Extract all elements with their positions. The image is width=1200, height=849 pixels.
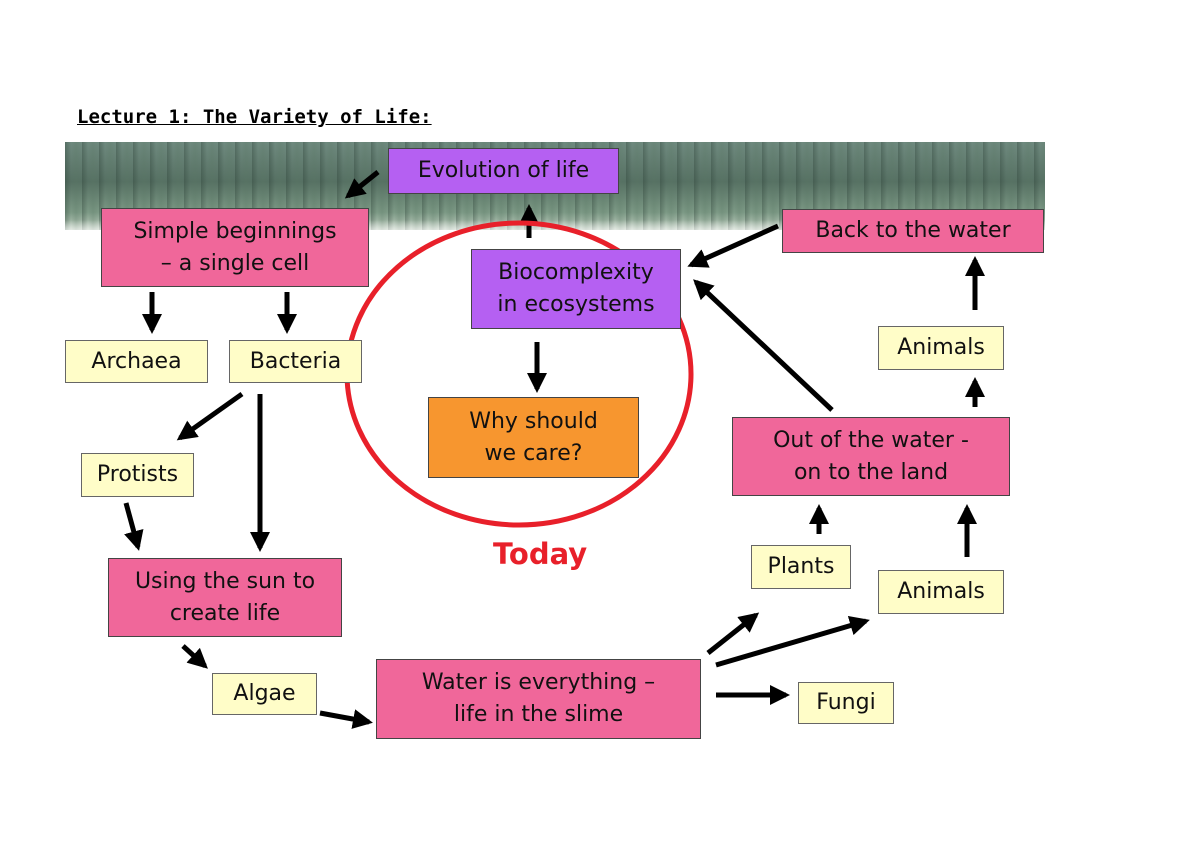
- node-back-to-the-water: Back to the water: [782, 209, 1044, 253]
- node-fungi: Fungi: [798, 682, 894, 724]
- arrow-bacteria-to-protists: [176, 391, 244, 441]
- node-plants: Plants: [751, 545, 851, 589]
- node-animals-upper: Animals: [878, 326, 1004, 370]
- arrow-water-to-animals: [715, 615, 870, 668]
- arrow-water-to-plants: [706, 612, 760, 655]
- node-protists: Protists: [81, 453, 194, 497]
- arrow-algae-to-water: [319, 709, 373, 729]
- node-animals-lower: Animals: [878, 570, 1004, 614]
- arrow-layer: [123, 170, 985, 729]
- arrow-outwater-to-biocomplexity: [693, 279, 834, 412]
- arrow-evolution-to-simple: [344, 170, 380, 199]
- node-water-is-everything: Water is everything – life in the slime: [376, 659, 701, 739]
- arrow-sun-to-algae: [181, 644, 208, 669]
- node-biocomplexity: Biocomplexity in ecosystems: [471, 249, 681, 329]
- today-label: Today: [493, 537, 588, 571]
- node-evolution-of-life: Evolution of life: [388, 148, 619, 194]
- node-bacteria: Bacteria: [229, 340, 362, 383]
- slide: Evolution of life Simple beginnings – a …: [65, 142, 1045, 744]
- node-why-should-we-care: Why should we care?: [428, 397, 639, 478]
- lecture-title: Lecture 1: The Variety of Life:: [77, 106, 432, 128]
- node-algae: Algae: [212, 673, 317, 715]
- node-using-the-sun: Using the sun to create life: [108, 558, 342, 637]
- node-out-of-the-water: Out of the water - on to the land: [732, 417, 1010, 496]
- arrow-backwater-to-biocomplexity: [687, 223, 780, 268]
- arrow-protists-to-sun: [123, 502, 144, 551]
- node-simple-beginnings: Simple beginnings – a single cell: [101, 208, 369, 287]
- node-archaea: Archaea: [65, 340, 208, 383]
